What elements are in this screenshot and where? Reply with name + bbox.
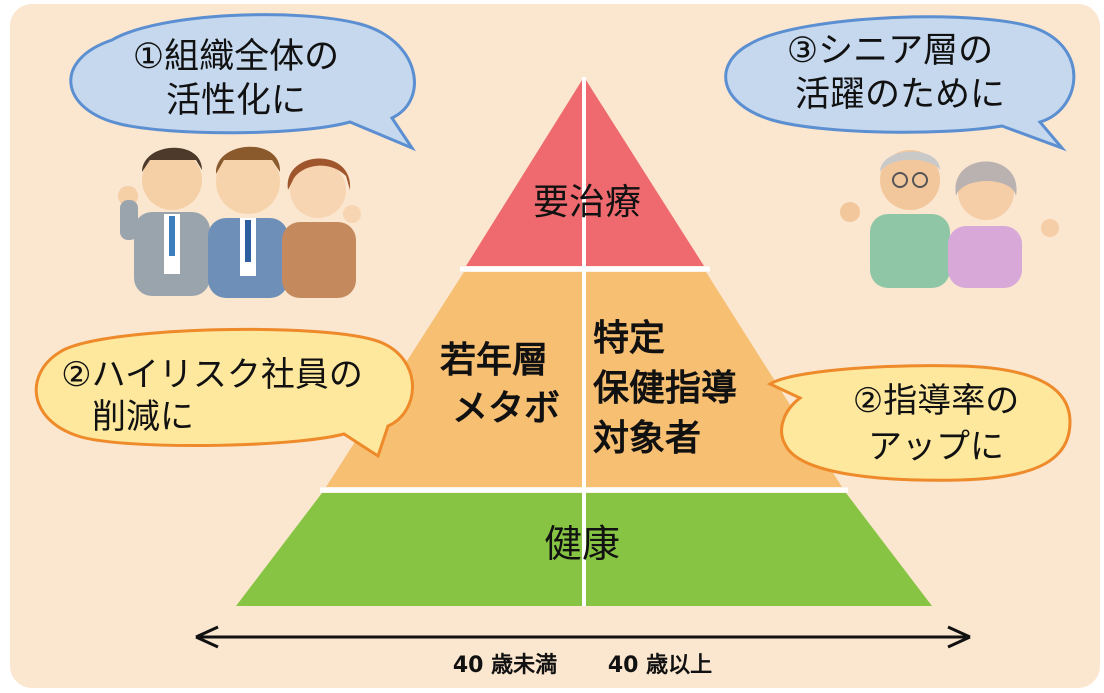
bubble-senior: ③シニア層の 活躍のために: [724, 15, 1076, 152]
bubble-organization-line1: ①組織全体の: [133, 37, 339, 77]
middle-left-label-2: メタボ: [452, 388, 560, 429]
bubble-guidance-rate-line2: アップに: [868, 427, 1004, 467]
bubble-guidance-rate: ②指導率の アップに: [766, 364, 1072, 482]
bottom-tier-label: 健康: [544, 522, 620, 566]
bubble-senior-shape: [724, 15, 1076, 152]
senior-couple-illustration: [840, 150, 1059, 288]
bubble-high-risk: ②ハイリスク社員の 削減に: [34, 327, 414, 459]
middle-left-label-1: 若年層: [440, 340, 548, 381]
axis-label-under-40: 40 歳未満: [453, 652, 557, 678]
bubble-high-risk-line1: ②ハイリスク社員の: [61, 355, 363, 395]
bubble-guidance-rate-shape: [766, 364, 1072, 482]
office-workers-illustration: [118, 146, 361, 298]
bubble-guidance-rate-line1: ②指導率の: [853, 381, 1019, 421]
middle-right-label-1: 特定: [593, 318, 665, 359]
top-tier-label: 要治療: [533, 182, 641, 223]
bubble-senior-line1: ③シニア層の: [787, 31, 993, 71]
age-axis-arrow: [195, 625, 971, 649]
middle-right-label-2: 保健指導: [593, 368, 737, 409]
bubble-organization-shape: [69, 13, 417, 152]
bubble-organization-line2: 活性化に: [166, 81, 306, 121]
middle-right-label-3: 対象者: [593, 418, 701, 459]
bubble-organization: ①組織全体の 活性化に: [69, 13, 417, 152]
bubble-high-risk-line2: 削減に: [92, 397, 194, 437]
bubble-high-risk-shape: [34, 327, 414, 459]
axis-label-40-and-over: 40 歳以上: [608, 653, 712, 678]
bubble-senior-line2: 活躍のために: [795, 75, 1005, 115]
